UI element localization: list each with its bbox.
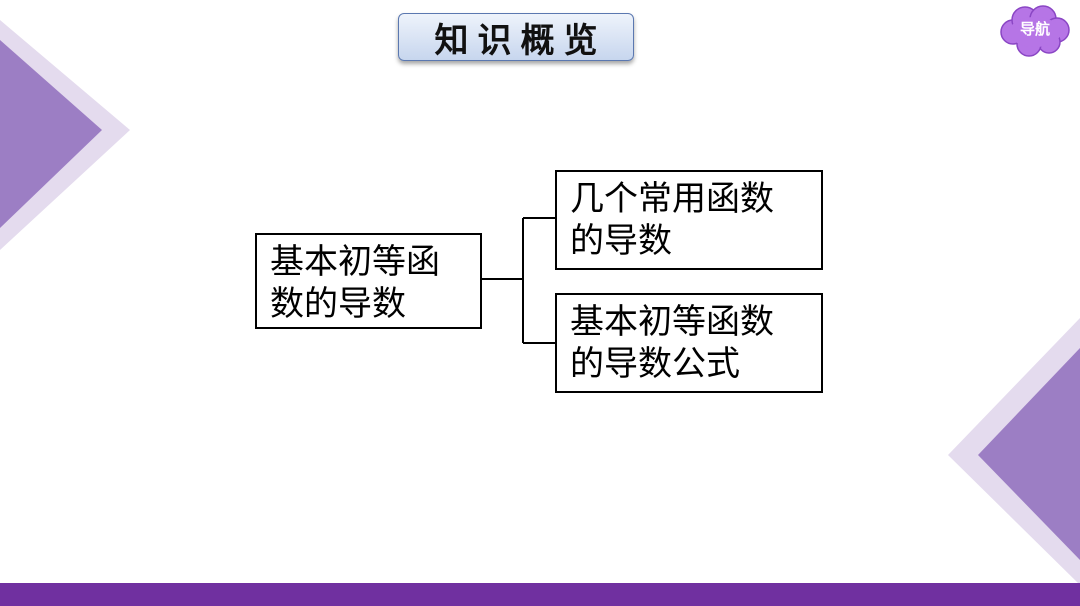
bottom-bar	[0, 583, 1080, 606]
diagram-child-node-derivative-formulas: 基本初等函数 的导数公式	[555, 293, 823, 393]
root-node-line-2: 数的导数	[270, 284, 406, 324]
page-title: 知识概览	[434, 20, 607, 61]
diagram-child-node-common-derivatives: 几个常用函数 的导数	[555, 170, 823, 270]
right-triangle-dark	[978, 348, 1080, 560]
child-node-1-line-1: 几个常用函数	[570, 179, 774, 219]
root-node-line-1: 基本初等函	[270, 242, 440, 282]
child-node-2-line-2: 的导数公式	[570, 344, 740, 384]
left-triangle-dark	[0, 40, 102, 228]
title-box: 知识概览	[398, 13, 634, 61]
child-node-2-line-1: 基本初等函数	[570, 302, 774, 342]
nav-button-label: 导航	[1019, 20, 1050, 38]
nav-button[interactable]: 导航	[999, 4, 1071, 58]
cloud-icon	[1000, 5, 1070, 57]
diagram-root-node: 基本初等函 数的导数	[255, 233, 482, 329]
child-node-1-line-2: 的导数	[570, 221, 672, 261]
